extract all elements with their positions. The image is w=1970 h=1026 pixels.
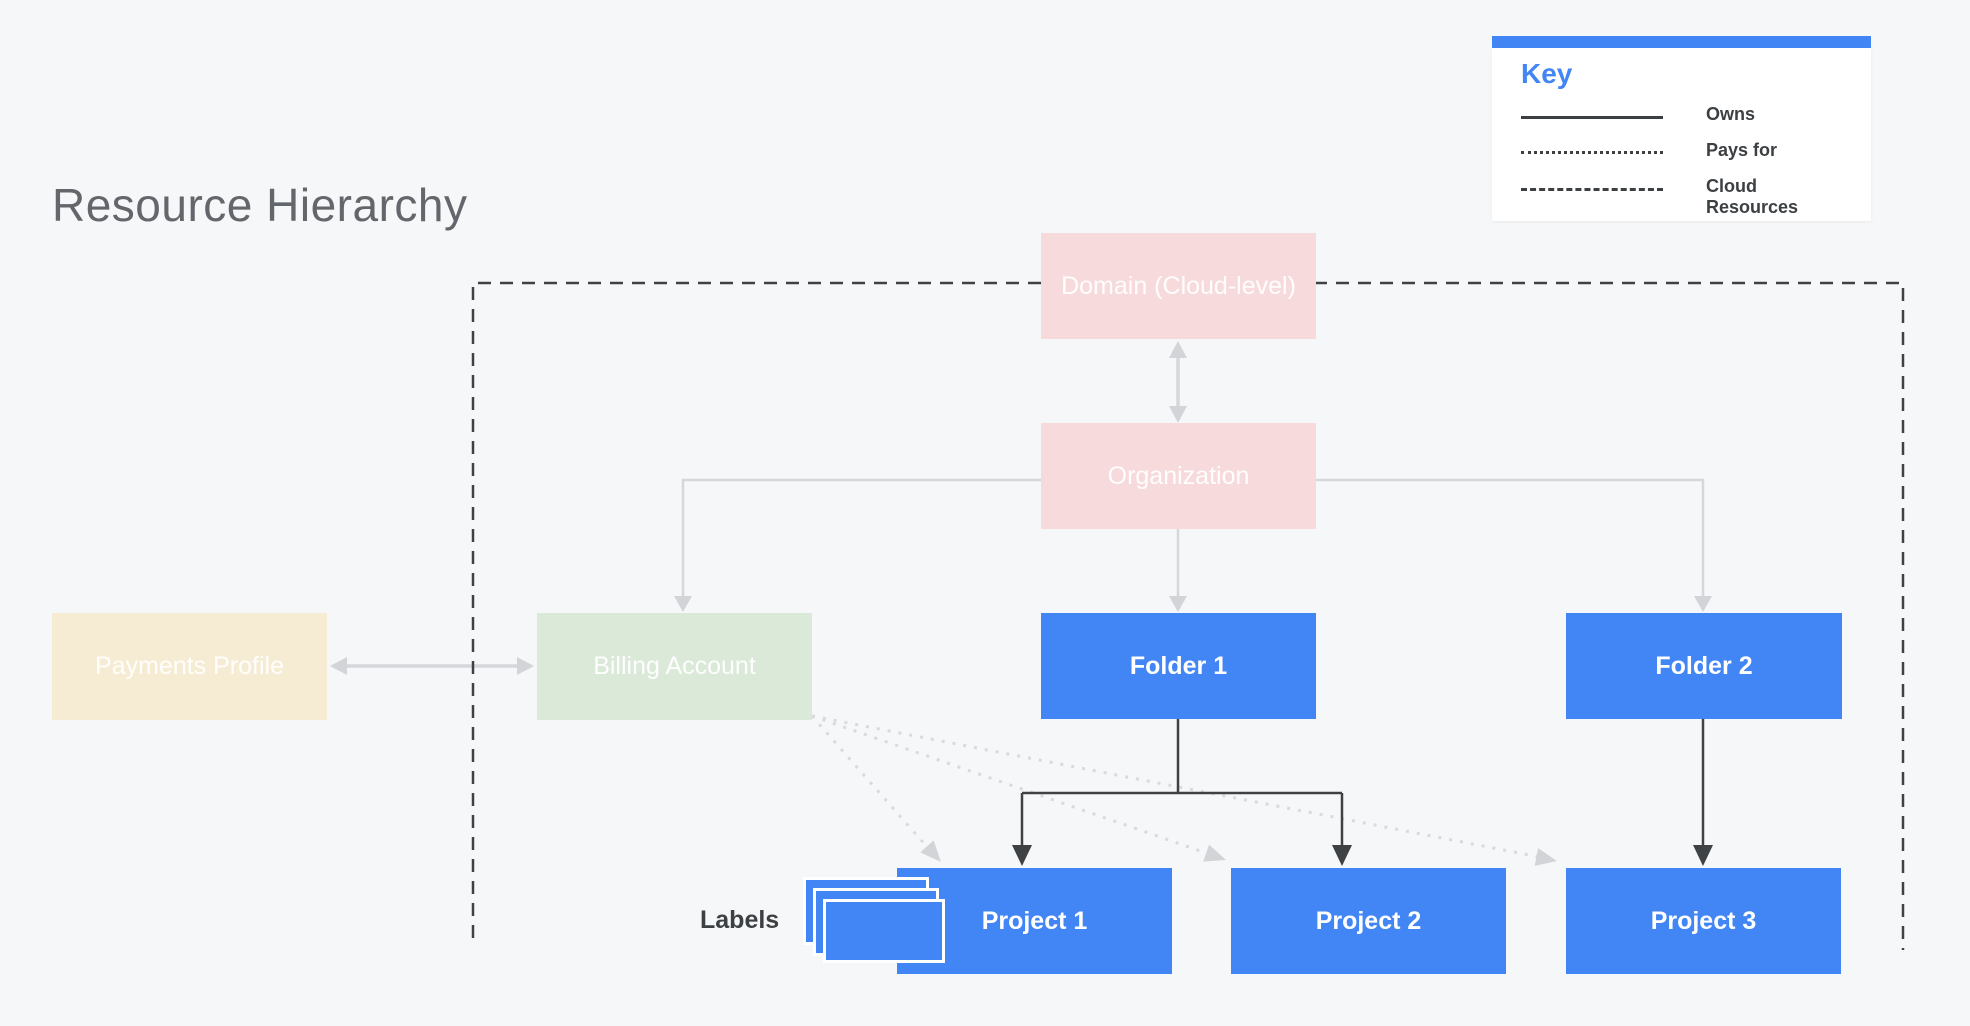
node-project-3: Project 3 [1566, 868, 1841, 974]
node-payments-profile: Payments Profile [52, 613, 327, 720]
node-billing-account: Billing Account [537, 613, 812, 720]
owns-connector-arrowheads [330, 341, 1712, 675]
page-title: Resource Hierarchy [52, 179, 468, 231]
key-panel [1492, 48, 1871, 221]
key-owns-line-sample [1521, 116, 1663, 119]
node-folder-2: Folder 2 [1566, 613, 1842, 719]
node-organization: Organization [1041, 423, 1316, 529]
node-folder-1: Folder 1 [1041, 613, 1316, 719]
key-owns-label: Owns [1706, 104, 1756, 124]
node-project-2: Project 2 [1231, 868, 1506, 974]
folder-project-lines [1020, 719, 1705, 848]
key-pays-for-line-sample [1521, 151, 1663, 154]
key-cloud-resources-line-sample [1521, 188, 1663, 191]
labels-stack-icon [823, 899, 945, 963]
pays-for-arrowheads [920, 840, 1557, 866]
pays-for-dotted-lines [810, 714, 1541, 859]
key-cloud-resources-label: Cloud Resources [1706, 176, 1799, 217]
labels-caption: Labels [700, 906, 780, 934]
key-pays-for-label: Pays for [1706, 140, 1778, 160]
key-top-bar [1492, 36, 1871, 48]
folder-project-arrowheads [1012, 845, 1713, 866]
node-domain: Domain (Cloud-level) [1041, 233, 1316, 339]
owns-connector-lines [344, 355, 1705, 668]
key-title: Key [1521, 58, 1573, 89]
